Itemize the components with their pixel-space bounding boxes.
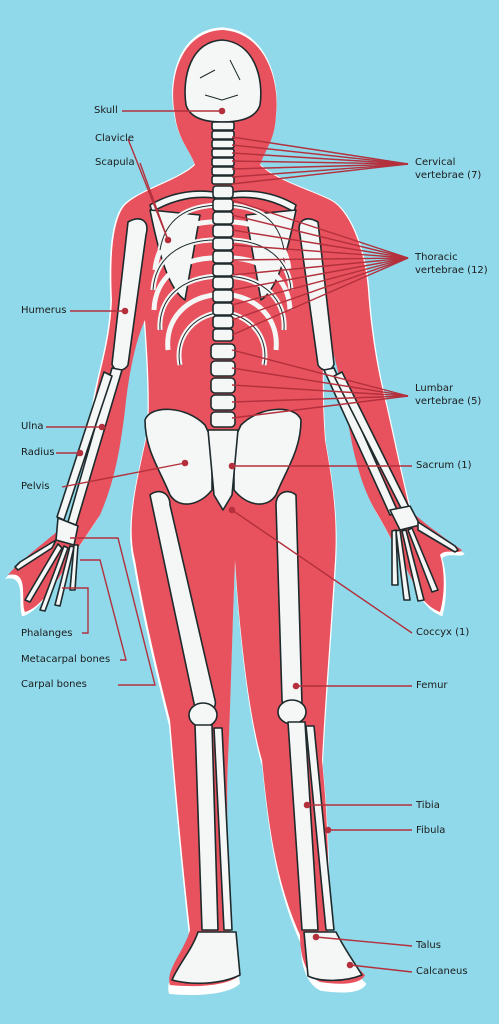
leader-dots [76,107,354,969]
pelvis-bone [144,408,213,505]
spine [210,185,236,428]
tibia-bone [287,721,319,931]
label-thoracic-line1: Thoracic [415,252,458,263]
label-tibia: Tibia [416,800,440,811]
label-clavicle: Clavicle [95,133,135,144]
label-sacrum: Sacrum (1) [416,460,472,471]
cervical-vertebrae [211,121,235,185]
right-hand [389,505,459,602]
label-coccyx: Coccyx (1) [416,627,470,638]
label-scapula: Scapula [95,157,135,168]
sacrum-bone [207,429,239,511]
label-carpal-bones: Carpal bones [21,679,87,690]
skeleton [14,39,459,985]
label-metacarpal-bones: Metacarpal bones [21,654,111,665]
label-fibula: Fibula [416,825,446,836]
label-calcaneus: Calcaneus [416,966,468,977]
label-femur: Femur [416,680,448,691]
label-humerus: Humerus [21,305,67,316]
label-radius: Radius [21,447,55,458]
label-lumbar-line2: vertebrae (5) [415,396,482,407]
talus-bone [303,931,363,982]
label-skull: Skull [94,105,118,116]
left-hand [14,517,79,612]
label-talus: Talus [416,940,441,951]
fibula-bone [305,725,335,931]
label-ulna: Ulna [21,421,44,432]
leader-lines [46,107,413,973]
label-phalanges: Phalanges [21,628,73,639]
label-cervical-line1: Cervical [415,157,456,168]
label-pelvis: Pelvis [21,481,50,492]
label-cervical-line2: vertebrae (7) [415,170,482,181]
label-lumbar-line1: Lumbar [415,383,454,394]
label-thoracic-line2: vertebrae (12) [415,265,488,276]
